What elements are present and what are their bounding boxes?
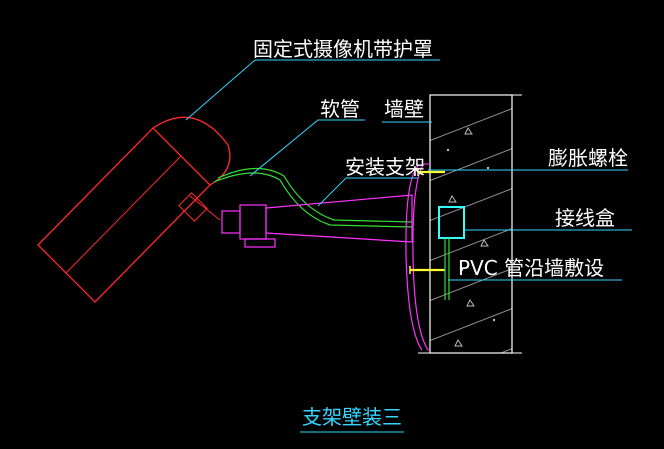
bracket-leader bbox=[317, 177, 418, 207]
label-hose: 软管 bbox=[320, 97, 360, 121]
label-junction-box: 接线盒 bbox=[555, 206, 615, 230]
label-bolt: 膨胀螺栓 bbox=[548, 146, 628, 170]
wall bbox=[418, 94, 522, 354]
expansion-bolt bbox=[409, 168, 445, 274]
camera-leader bbox=[185, 59, 440, 121]
hose bbox=[213, 167, 413, 228]
label-wall: 墙壁 bbox=[384, 97, 424, 121]
label-camera: 固定式摄像机带护罩 bbox=[253, 37, 433, 61]
diagram-caption: 支架壁装三 bbox=[302, 405, 402, 429]
leader-lines bbox=[185, 59, 632, 281]
mounting-bracket bbox=[221, 163, 430, 351]
wall-hatch bbox=[430, 108, 512, 353]
camera-housing bbox=[37, 116, 231, 303]
hose-leader bbox=[249, 119, 365, 177]
label-bracket: 安装支架 bbox=[345, 155, 425, 179]
label-pvc: PVC 管沿墙敷设 bbox=[458, 256, 604, 280]
junction-box bbox=[438, 206, 465, 300]
